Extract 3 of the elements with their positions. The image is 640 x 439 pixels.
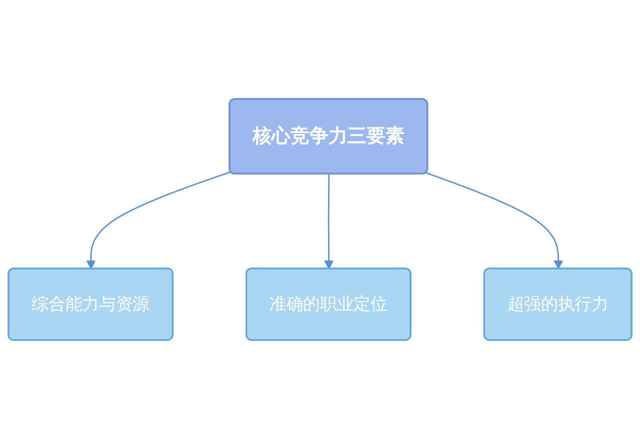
arrow	[86, 171, 232, 270]
arrow	[426, 172, 563, 270]
arrow	[324, 174, 334, 270]
